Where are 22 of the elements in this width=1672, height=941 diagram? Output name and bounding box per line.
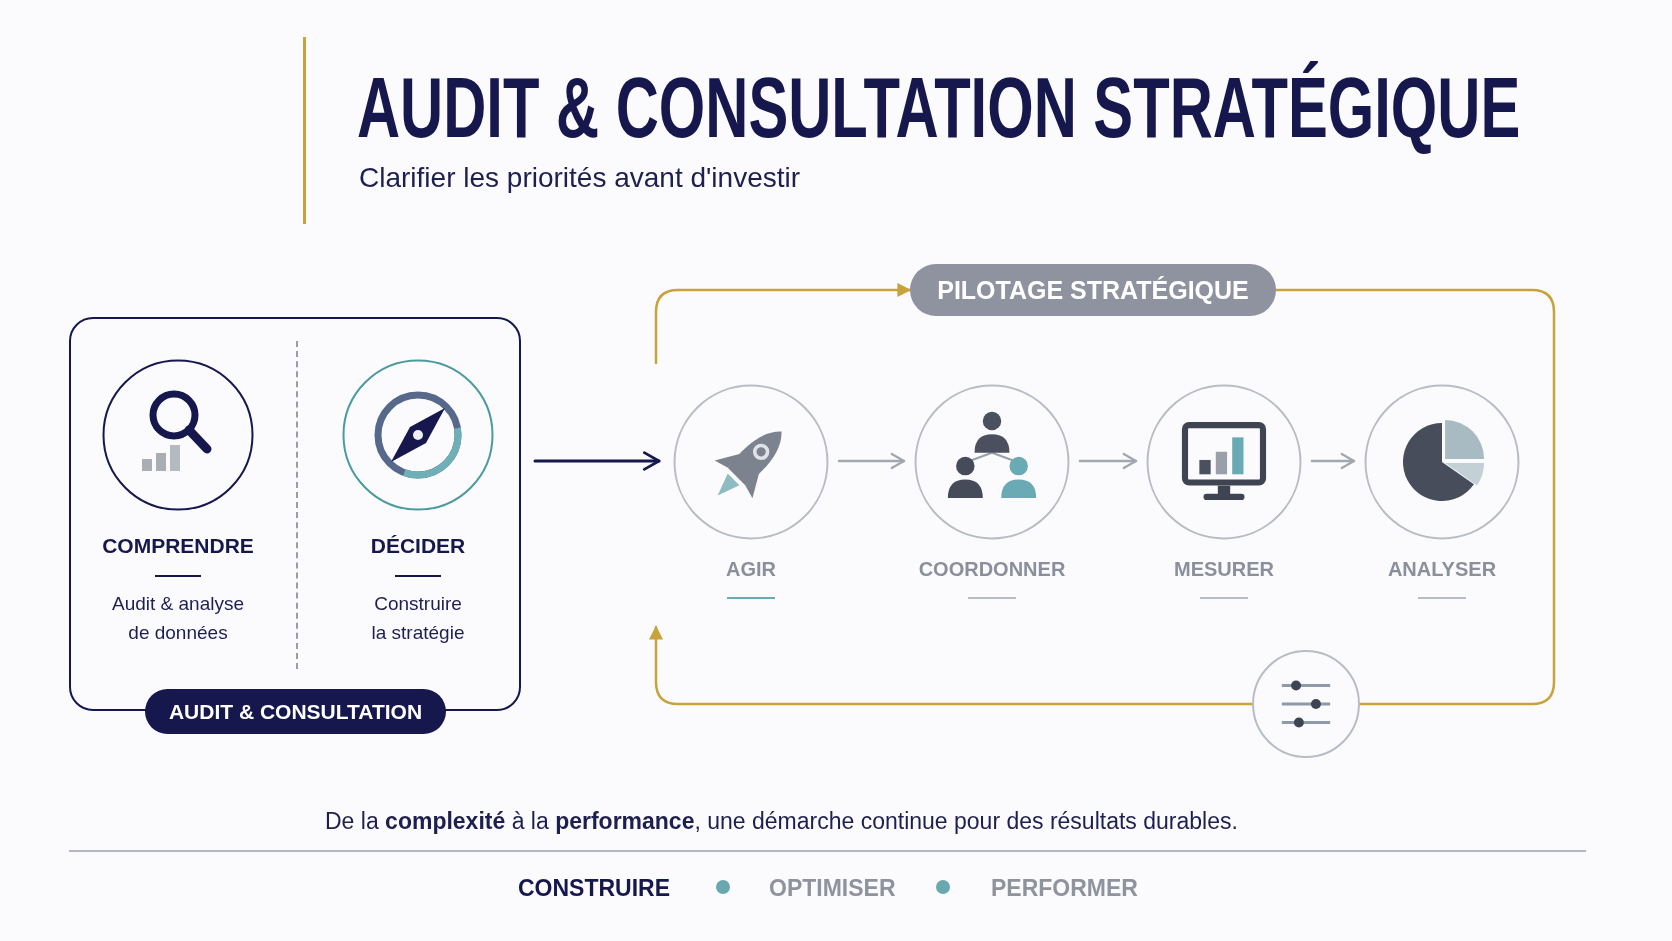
- arrow: [649, 625, 1254, 706]
- step-title: DÉCIDER: [370, 533, 466, 559]
- step-label: COORDONNER: [918, 557, 1066, 582]
- step-title: COMPRENDRE: [102, 533, 254, 559]
- caption-text: De la complexité à la performance, une démarche continue pour des résultats durables.: [325, 807, 1238, 836]
- keyword-label: PERFORMER: [991, 874, 1138, 903]
- arrow: [1078, 452, 1138, 470]
- step-label: AGIR: [726, 557, 776, 582]
- step-description: Audit & analyse de données: [111, 592, 245, 645]
- title-badge: AUDIT & CONSULTATION: [145, 689, 446, 734]
- keyword-label: OPTIMISER: [769, 874, 896, 903]
- pill-banner: PILOTAGE STRATÉGIQUE: [910, 264, 1276, 316]
- step-description: Construire la stratégie: [370, 592, 466, 645]
- sliders-icon: [1252, 650, 1360, 758]
- keyword-label: CONSTRUIRE: [518, 874, 671, 903]
- subtitle: Clarifier les priorités avant d'investir: [359, 163, 801, 193]
- step-label: ANALYSER: [1387, 557, 1497, 582]
- arrow: [654, 283, 912, 365]
- arrow: [837, 452, 906, 470]
- step-label: MESURER: [1174, 557, 1274, 582]
- arrow: [1310, 452, 1356, 470]
- arrow: [533, 451, 661, 471]
